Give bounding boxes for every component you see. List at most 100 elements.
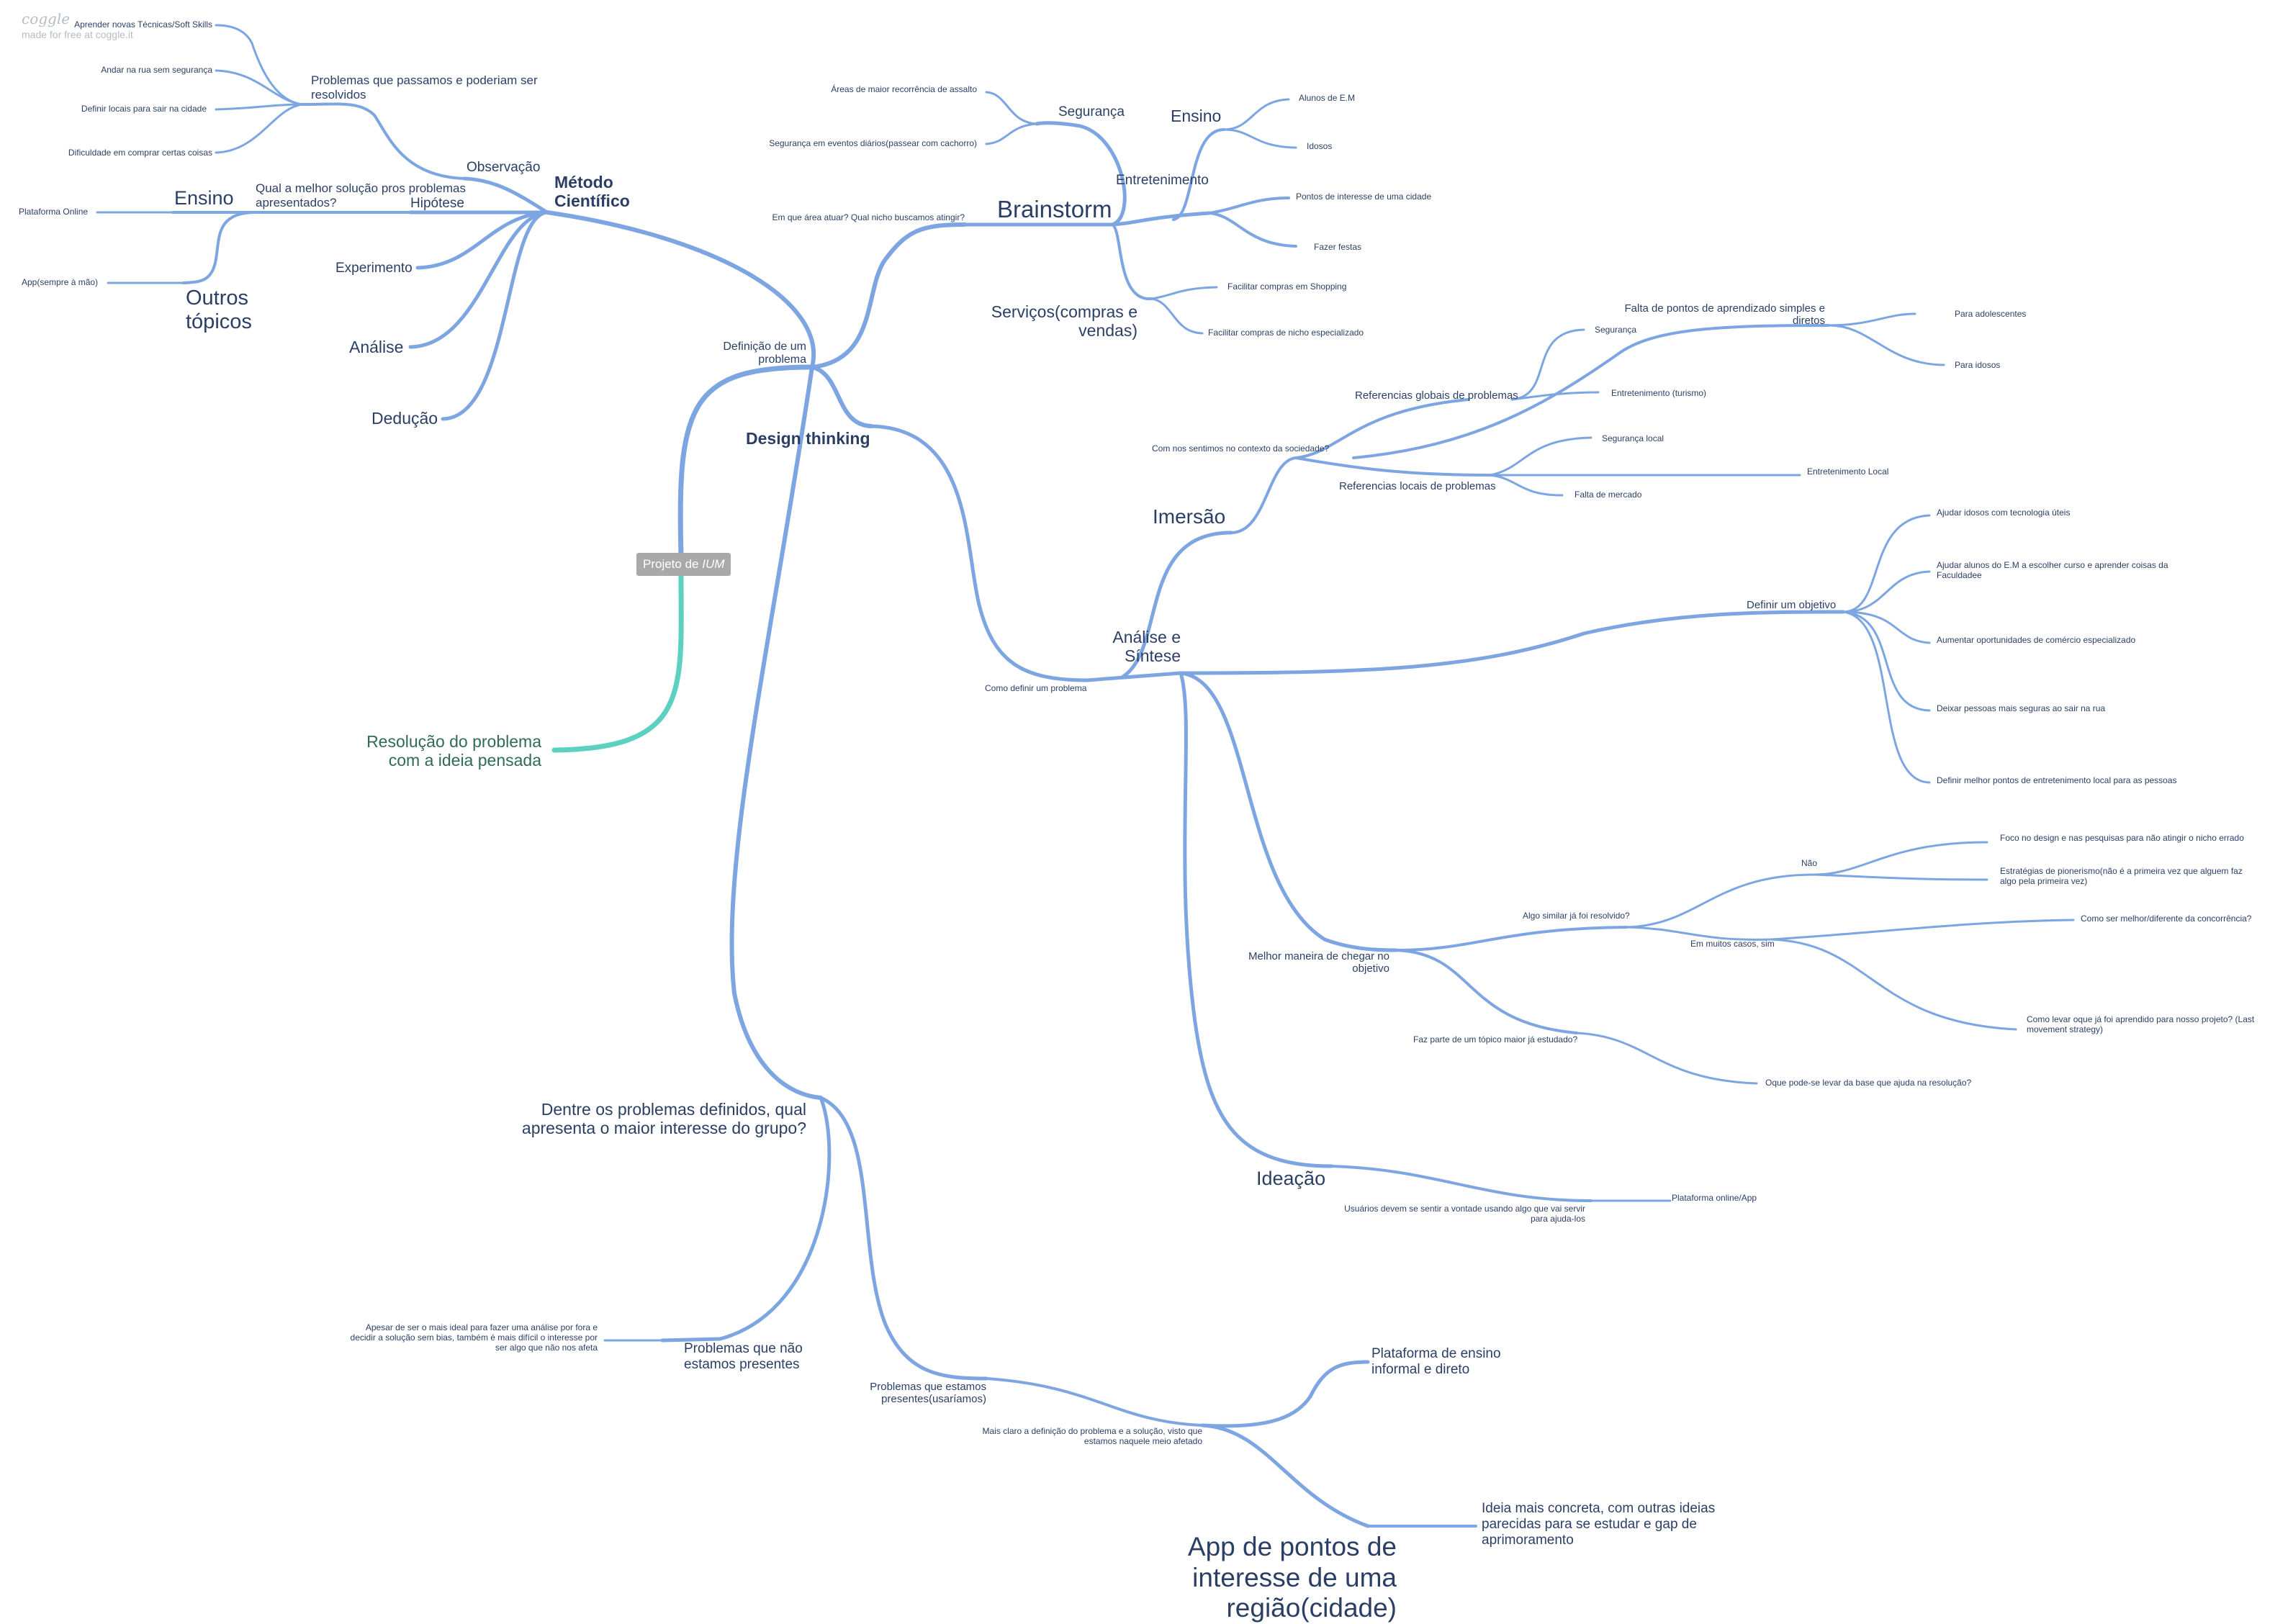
node-experimento[interactable]: Experimento xyxy=(335,261,413,276)
node-qual-melhor[interactable]: Qual a melhor solução pros problemas apr… xyxy=(256,181,466,209)
node-plataforma-online-app[interactable]: Plataforma online/App xyxy=(1672,1193,1757,1203)
node-mais-claro[interactable]: Mais claro a definição do problema e a s… xyxy=(982,1426,1202,1446)
node-deixar-pessoas[interactable]: Deixar pessoas mais seguras ao sair na r… xyxy=(1937,703,2106,713)
branch xyxy=(1813,841,1988,876)
node-definicao[interactable]: Definição de um problema xyxy=(723,340,806,366)
node-melhor-maneira[interactable]: Melhor maneira de chegar no objetivo xyxy=(1248,950,1389,975)
node-problemas-passamos[interactable]: Problemas que passamos e poderiam ser re… xyxy=(311,73,538,102)
node-app-sempre[interactable]: App(sempre à mão) xyxy=(22,277,99,287)
node-observacao[interactable]: Observação xyxy=(467,160,541,175)
node-seguranca-bs[interactable]: Segurança xyxy=(1058,104,1125,119)
node-facilitar-shopping[interactable]: Facilitar compras em Shopping xyxy=(1227,281,1347,292)
node-definir-melhor[interactable]: Definir melhor pontos de entretenimento … xyxy=(1937,775,2177,785)
node-ref-globais[interactable]: Referencias globais de problemas xyxy=(1355,389,1518,402)
node-plataforma-ensino[interactable]: Plataforma de ensino informal e direto xyxy=(1371,1346,1501,1377)
node-como-levar[interactable]: Como levar oque já foi aprendido para no… xyxy=(2027,1014,2255,1034)
node-aumentar-oportunidades[interactable]: Aumentar oportunidades de comércio espec… xyxy=(1937,635,2136,645)
node-problemas-presentes[interactable]: Problemas que estamos presentes(usaríamo… xyxy=(870,1381,986,1406)
node-resolucao[interactable]: Resolução do problema com a ideia pensad… xyxy=(366,732,541,770)
node-oque-pode[interactable]: Oque pode-se levar da base que ajuda na … xyxy=(1765,1078,1972,1088)
node-foco-design[interactable]: Foco no design e nas pesquisas para não … xyxy=(2000,833,2244,843)
node-outros-topicos[interactable]: Outros tópicos xyxy=(186,287,252,334)
node-aprender-tecnicas[interactable]: Aprender novas Técnicas/Soft Skills xyxy=(74,19,212,30)
root-node[interactable]: Projeto de IUM xyxy=(636,553,731,576)
node-design-thinking[interactable]: Design thinking xyxy=(746,429,870,448)
node-deducao[interactable]: Dedução xyxy=(371,409,438,428)
node-problemas-nao[interactable]: Problemas que não estamos presentes xyxy=(684,1341,803,1372)
node-areas-maior[interactable]: Áreas de maior recorrência de assalto xyxy=(831,84,977,94)
node-definir-objetivo[interactable]: Definir um objetivo xyxy=(1747,599,1837,611)
branch xyxy=(1150,297,1204,335)
node-facilitar-nicho[interactable]: Facilitar compras de nicho especializado xyxy=(1208,328,1364,338)
node-em-muitos[interactable]: Em muitos casos, sim xyxy=(1690,939,1775,949)
node-falta-mercado[interactable]: Falta de mercado xyxy=(1575,490,1642,500)
node-fazer-festas[interactable]: Fazer festas xyxy=(1314,242,1362,252)
node-ideia-concreta[interactable]: Ideia mais concreta, com outras ideias p… xyxy=(1482,1501,1716,1548)
node-entretenimento[interactable]: Entretenimento xyxy=(1116,173,1209,188)
node-metodo-cientifico[interactable]: Método Científico xyxy=(554,173,630,211)
node-dificuldade-compras[interactable]: Dificuldade em comprar certas coisas xyxy=(68,148,212,158)
node-idosos[interactable]: Idosos xyxy=(1307,141,1333,151)
node-analise-sintese[interactable]: Análise e Síntese xyxy=(1112,628,1181,666)
node-alunos-em[interactable]: Alunos de E.M xyxy=(1299,93,1356,103)
coggle-tagline: made for free at coggle.it xyxy=(22,29,133,40)
branch xyxy=(1827,312,1916,327)
node-faz-parte[interactable]: Faz parte de um tópico maior já estudado… xyxy=(1413,1034,1578,1045)
node-como-definir[interactable]: Como definir um problema xyxy=(985,683,1087,693)
branch xyxy=(215,69,304,106)
node-falta-pontos[interactable]: Falta de pontos de aprendizado simples e… xyxy=(1624,302,1825,328)
branch xyxy=(1842,610,1931,712)
node-seguranca-local[interactable]: Segurança local xyxy=(1602,433,1664,443)
branch xyxy=(1575,1032,1758,1085)
node-andar-rua[interactable]: Andar na rua sem segurança xyxy=(101,65,212,75)
node-ajudar-alunos[interactable]: Ajudar alunos do E.M a escolher curso e … xyxy=(1937,560,2168,580)
node-servicos[interactable]: Serviços(compras e vendas) xyxy=(991,302,1138,340)
node-para-adolescentes[interactable]: Para adolescentes xyxy=(1955,309,2027,319)
node-ensino-bs[interactable]: Ensino xyxy=(1171,107,1222,125)
node-como-ser-melhor[interactable]: Como ser melhor/diferente da concorrênci… xyxy=(2081,914,2252,924)
node-imersao[interactable]: Imersão xyxy=(1153,505,1226,528)
node-ajudar-idosos[interactable]: Ajudar idosos com tecnologia úteis xyxy=(1937,508,2071,518)
node-usuarios-devem[interactable]: Usuários devem se sentir a vontade usand… xyxy=(1344,1204,1585,1224)
node-apesar[interactable]: Apesar de ser o mais ideal para fazer um… xyxy=(350,1322,598,1353)
branch xyxy=(677,364,815,557)
node-nao[interactable]: Não xyxy=(1801,858,1818,868)
node-estrategias[interactable]: Estratégias de pionerismo(não é a primei… xyxy=(2000,866,2243,886)
node-em-que-area[interactable]: Em que área atuar? Qual nicho buscamos a… xyxy=(772,212,965,222)
node-pontos-interesse[interactable]: Pontos de interesse de uma cidade xyxy=(1296,191,1432,202)
branch xyxy=(1827,324,1945,366)
node-dentre[interactable]: Dentre os problemas definidos, qual apre… xyxy=(521,1100,806,1138)
branch xyxy=(1770,919,2075,941)
branch xyxy=(1489,474,1564,497)
node-brainstorm[interactable]: Brainstorm xyxy=(997,196,1112,222)
node-plataforma-online[interactable]: Plataforma Online xyxy=(19,207,89,217)
branch xyxy=(1330,1165,1592,1202)
node-app-pontos[interactable]: App de pontos de interesse de uma região… xyxy=(1187,1532,1397,1623)
branch xyxy=(729,365,823,1100)
branch xyxy=(1842,610,1931,784)
node-para-idosos[interactable]: Para idosos xyxy=(1955,360,2001,370)
node-com-nos-sentimos[interactable]: Com nos sentimos no contexto da sociedad… xyxy=(1152,443,1330,454)
branch xyxy=(869,424,1089,682)
branch xyxy=(215,103,304,154)
branch xyxy=(1179,610,1845,675)
node-hipotese[interactable]: Hipótese xyxy=(410,196,464,211)
branch xyxy=(985,122,1038,145)
node-definir-locais[interactable]: Definir locais para sair na cidade xyxy=(81,104,207,114)
branch-teal xyxy=(551,573,684,753)
branch xyxy=(1294,398,1470,459)
branch xyxy=(819,1096,988,1381)
branch xyxy=(1200,1423,1370,1528)
node-ideacao[interactable]: Ideação xyxy=(1256,1168,1326,1189)
branch xyxy=(1352,324,1830,459)
node-entretenimento-local[interactable]: Entretenimento Local xyxy=(1807,466,1889,477)
node-analise[interactable]: Análise xyxy=(349,338,404,356)
node-ref-locais[interactable]: Referencias locais de problemas xyxy=(1339,480,1496,492)
node-entretenimento-turismo[interactable]: Entretenimento (turismo) xyxy=(1611,388,1707,398)
node-seguranca-eventos[interactable]: Segurança em eventos diários(passear com… xyxy=(769,138,977,148)
node-algo-similar[interactable]: Algo similar já foi resolvido? xyxy=(1523,911,1630,921)
node-ensino-left[interactable]: Ensino xyxy=(174,187,234,209)
branch xyxy=(182,211,257,284)
branch xyxy=(1294,456,1492,477)
node-seguranca-global[interactable]: Segurança xyxy=(1595,325,1637,335)
